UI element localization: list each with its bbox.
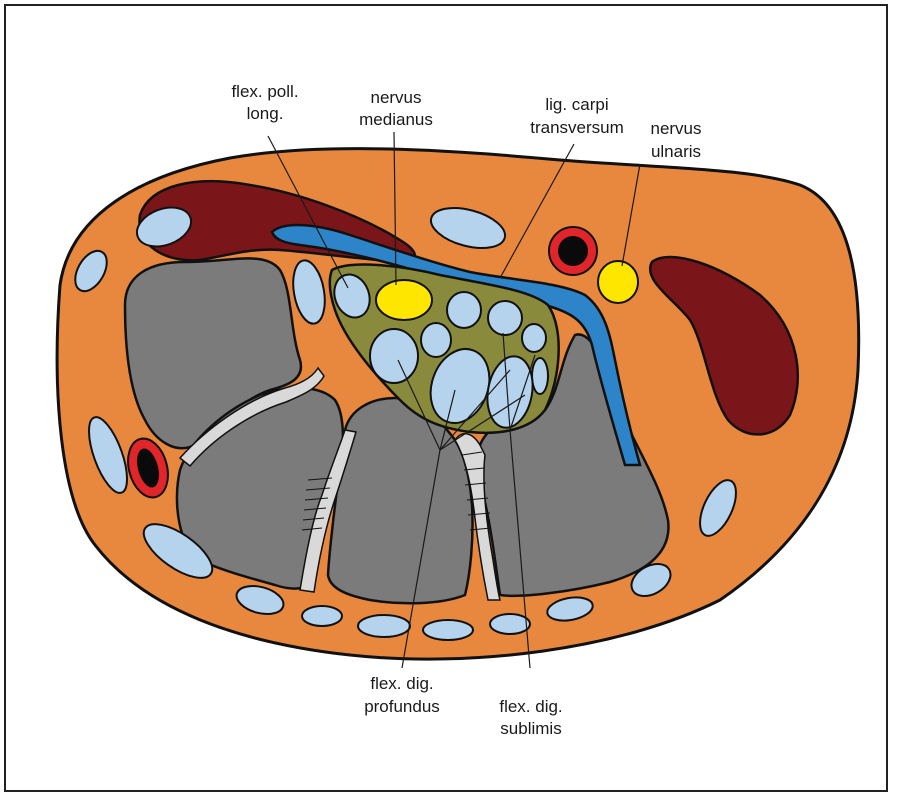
svg-text:sublimis: sublimis [500, 719, 561, 738]
nerve-medianus [375, 279, 433, 321]
label-flex-poll-long: flex. poll. long. [231, 82, 298, 123]
svg-text:profundus: profundus [364, 697, 440, 716]
radial-artery-lumen [137, 448, 159, 488]
label-flex-dig-sublimis: flex. dig. sublimis [499, 697, 562, 738]
bone-hamate [477, 333, 670, 598]
svg-text:flex. poll.: flex. poll. [231, 82, 298, 101]
hypothenar-muscle [648, 255, 800, 436]
label-flex-dig-profundus: flex. dig. profundus [364, 674, 440, 716]
joint-space-3 [454, 433, 501, 601]
label-nervus-ulnaris: nervus ulnaris [650, 119, 701, 161]
label-nervus-medianus: nervus medianus [359, 88, 433, 129]
bone-scaphoid [123, 257, 303, 450]
peripheral-tendons [74, 206, 737, 641]
svg-text:lig. carpi: lig. carpi [545, 95, 608, 114]
tendon [486, 355, 534, 429]
tendon [420, 322, 452, 358]
leader-lines [267, 131, 641, 669]
svg-text:long.: long. [247, 104, 284, 123]
label-lig-carpi-transversum: lig. carpi transversum [530, 95, 624, 137]
svg-text:nervus: nervus [370, 88, 421, 107]
tendon [369, 328, 419, 384]
tendons-in-tunnel [333, 273, 549, 429]
joint-hatching [301, 451, 492, 531]
svg-text:flex. dig.: flex. dig. [370, 674, 433, 693]
tendon [487, 300, 523, 336]
joint-space-1 [178, 366, 325, 468]
svg-text:flex. dig.: flex. dig. [499, 697, 562, 716]
tendon [531, 357, 549, 395]
tendon [446, 291, 482, 329]
svg-text:nervus: nervus [650, 119, 701, 138]
tendon-flex-poll-long [333, 273, 371, 319]
svg-text:transversum: transversum [530, 118, 624, 137]
svg-text:medianus: medianus [359, 110, 433, 129]
ulnar-artery-lumen [558, 236, 588, 266]
tendon [521, 323, 547, 353]
svg-text:ulnaris: ulnaris [651, 142, 701, 161]
nerve-ulnaris [597, 260, 639, 304]
joint-space-2 [299, 429, 357, 593]
